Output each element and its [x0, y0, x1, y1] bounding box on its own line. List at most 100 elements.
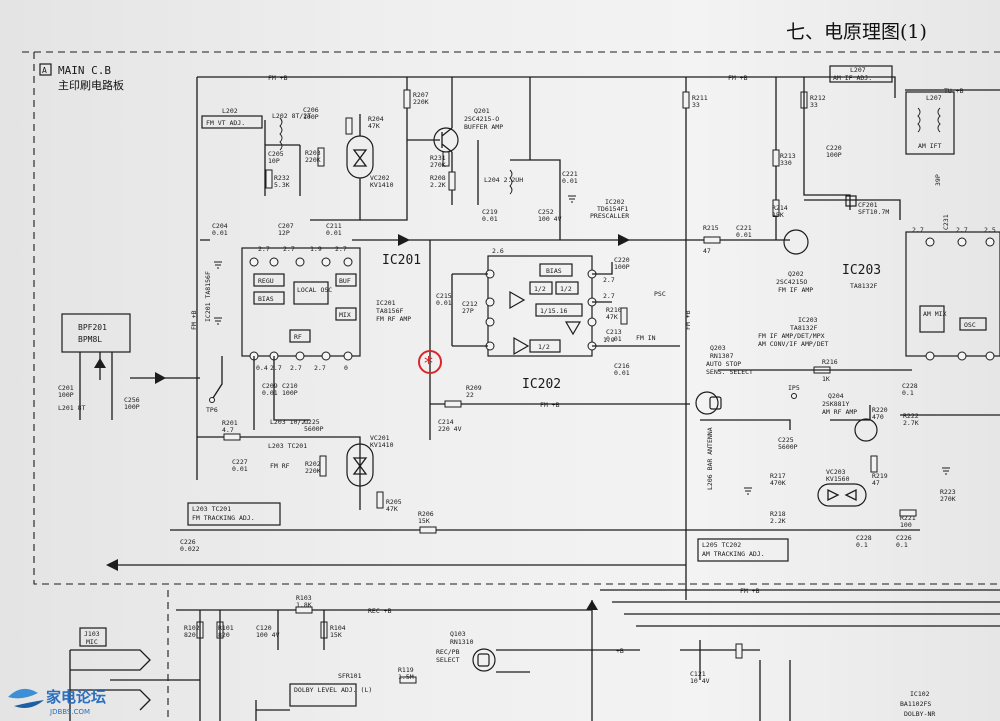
watermark-brand: 家电论坛	[46, 688, 106, 706]
c207-label: C211	[326, 222, 342, 230]
r207-wire	[360, 77, 408, 221]
l204-label: L204 2.2UH	[484, 176, 523, 184]
c205-value: 10P	[268, 157, 280, 165]
r232-value: 5.3K	[274, 181, 290, 189]
r104-label: R104	[330, 624, 346, 632]
ic201-osc	[293, 281, 329, 305]
ic102-part: BA1102FS	[900, 700, 931, 708]
c210-label: C225	[304, 418, 320, 426]
ic202-bias	[539, 263, 573, 277]
r201-resistor	[223, 433, 241, 441]
q204-ref: Q204	[828, 392, 844, 400]
c212-label: C215	[436, 292, 452, 300]
rec-b-label: REC +B	[368, 607, 392, 615]
c208-label: C207	[278, 222, 294, 230]
r206-label: R206	[418, 510, 434, 518]
r102-label: R102	[184, 624, 200, 632]
r217-label: R217	[770, 472, 786, 480]
r102-value: 820	[184, 631, 196, 639]
fm-b-rail	[197, 76, 896, 98]
r202-value: 220K	[305, 467, 321, 475]
ic203-mix	[919, 305, 945, 333]
c215-label: C220	[614, 256, 630, 264]
r219-label: R219	[872, 472, 888, 480]
l202-network	[264, 120, 301, 196]
q202-func: FM IF AMP	[778, 286, 813, 294]
ic201-pins-top	[249, 257, 353, 267]
c215-value: 100P	[614, 263, 630, 271]
l202-label: L202	[222, 107, 238, 115]
c213-label: C212	[462, 300, 478, 308]
c218-value: 100 4V	[538, 215, 562, 223]
ic202-amps	[509, 290, 582, 356]
red-test-marker	[418, 350, 442, 374]
ground-symbols	[214, 195, 950, 495]
ic203-body	[905, 231, 1000, 357]
tu-b-label: TU +B	[944, 87, 964, 95]
q204-part: 2SK881Y	[822, 400, 849, 408]
r104-value: 15K	[330, 631, 342, 639]
r103-label: R103	[296, 594, 312, 602]
dolby-adj-label: DOLBY LEVEL ADJ. (L)	[294, 686, 372, 694]
l201-label: L201 8T	[58, 404, 85, 412]
c219-label: C221	[562, 170, 578, 178]
sfr101-label: SFR101	[338, 672, 362, 680]
ic201-b2: 2.7	[270, 364, 282, 372]
r204-resistor	[345, 117, 353, 135]
board-label: MAIN C.B	[58, 64, 111, 77]
ic201-buf-label: BUF	[339, 277, 351, 285]
r205-value: 47K	[386, 505, 398, 513]
q103-ref: Q103	[450, 630, 466, 638]
r230-label: 39P	[934, 174, 942, 186]
c216-value: 0.01	[606, 335, 622, 343]
r223-label: R223	[940, 488, 956, 496]
r221-value: 100	[900, 521, 912, 529]
q204-func: AM RF AMP	[822, 408, 857, 416]
l204-network	[477, 77, 561, 240]
cf201-body	[845, 195, 857, 207]
vc203-symbol	[827, 488, 857, 502]
ic203-osc	[959, 317, 987, 331]
r203-label: R203	[305, 149, 321, 157]
c208-value: 12P	[278, 229, 290, 237]
q203-transistor	[695, 391, 719, 415]
r222-label: R222	[903, 412, 919, 420]
j103-label: MIC	[86, 638, 98, 646]
r-bplus-resistor	[735, 643, 743, 659]
r215-label: R215	[703, 224, 719, 232]
ic102-wires	[680, 640, 791, 721]
ic202-wires	[451, 262, 680, 347]
r207-value: 220K	[413, 98, 429, 106]
l204-coil	[509, 169, 513, 195]
ic203-pins	[925, 237, 995, 361]
ic203-v3: 2.5	[984, 226, 996, 234]
ic202-part: TD6154F1	[597, 205, 628, 213]
c228-label: C228	[856, 534, 872, 542]
ic202-div2-label: 1/2	[560, 285, 572, 293]
l205-adj-box	[697, 538, 789, 562]
q103-part: RN1310	[450, 638, 474, 646]
q203-ref: Q203	[710, 344, 726, 352]
r231-label: R231	[430, 154, 446, 162]
vc202-label: VC202	[370, 174, 390, 182]
bpf201-part: BPM8L	[78, 335, 102, 344]
board-prefix: A	[42, 66, 47, 75]
psc-label: PSC	[654, 290, 666, 298]
c220-value: 0.01	[736, 231, 752, 239]
r207-resistor	[403, 89, 411, 109]
r218-value: 2.2K	[770, 517, 786, 525]
am-ift-coil	[917, 107, 941, 133]
ic201-b1: 0.4	[256, 364, 268, 372]
red-marker-symbol: *	[424, 353, 433, 374]
r101-value: 820	[218, 631, 230, 639]
c204-value: 0.01	[212, 229, 228, 237]
l205-adj-text: AM TRACKING ADJ.	[702, 550, 765, 558]
r218-label: R218	[770, 510, 786, 518]
ic201-v2: 2.7	[283, 245, 295, 253]
ic203-osc-label: OSC	[964, 321, 976, 329]
vc203-outline	[817, 483, 867, 507]
q204-transistor	[854, 418, 878, 442]
r203-resistor	[317, 147, 325, 167]
dolby-adj-box	[289, 683, 357, 707]
